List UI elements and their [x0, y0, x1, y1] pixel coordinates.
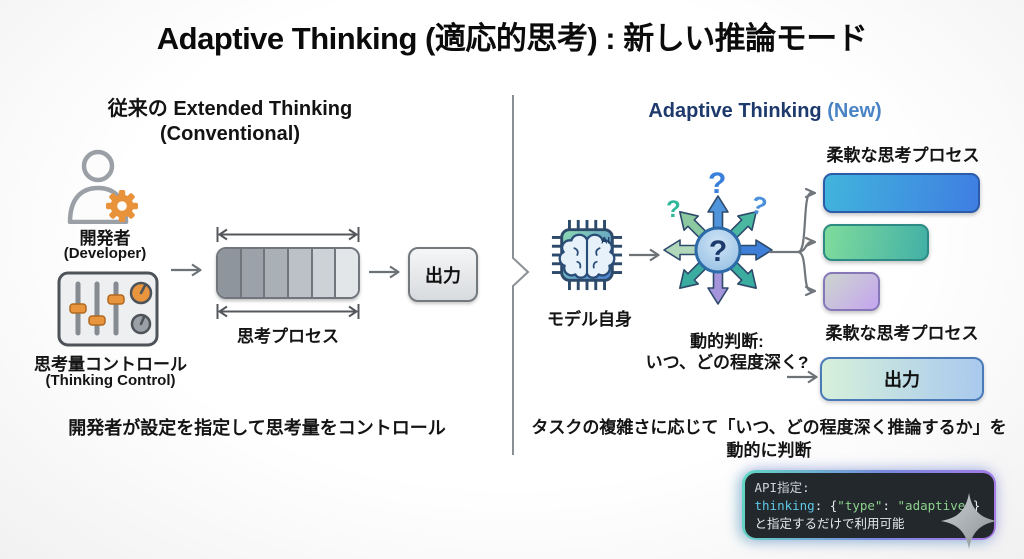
code-token-colon: :	[882, 497, 898, 513]
right-section-header: Adaptive Thinking (New)	[575, 100, 955, 123]
slider-handle	[107, 294, 125, 305]
dynamic-decision-sublabel: いつ、どの程度深く?	[645, 353, 809, 372]
flexible-bar-long	[823, 173, 980, 213]
page-title: Adaptive Thinking (適応的思考) : 新しい推論モード	[156, 21, 868, 56]
arrow-right-icon	[629, 248, 660, 262]
process-segment	[241, 249, 266, 297]
code-line-note: と指定するだけで利用可能	[754, 515, 905, 531]
decision-hub-icon: ?	[663, 195, 773, 305]
thinking-control-label: 思考量コントロール	[34, 355, 187, 374]
left-header-line1: 従来の Extended Thinking	[107, 98, 353, 120]
question-mark-blue-top: ?	[708, 167, 727, 200]
flexible-bar-medium	[823, 224, 929, 261]
process-segment	[289, 249, 313, 297]
code-token-adaptive: "adaptive"	[897, 497, 973, 513]
branch-fork-arrows	[768, 188, 817, 297]
left-section-header: 従来の Extended Thinking (Conventional)	[40, 97, 420, 147]
code-line-api: API指定:	[754, 479, 810, 495]
fixed-length-measure-arrow-top	[216, 227, 360, 242]
process-segment	[218, 249, 242, 297]
arrow-right-icon	[787, 370, 818, 384]
process-segment	[336, 249, 358, 297]
thinking-process-label: 思考プロセス	[237, 327, 339, 346]
thinking-process-bar	[216, 247, 360, 299]
flexible-process-label-top: 柔軟な思考プロセス	[826, 146, 980, 165]
code-token-type: "type"	[837, 497, 883, 513]
code-token-close-brace: }	[972, 497, 981, 513]
fixed-length-measure-arrow-bottom	[216, 304, 360, 319]
output-box-left: 出力	[408, 247, 478, 302]
right-header-new-badge: (New)	[827, 100, 882, 122]
api-code-box: API指定: thinking: {"type": "adaptive"} と指…	[742, 470, 996, 540]
developer-person-gear-icon	[67, 149, 138, 224]
gear-icon	[106, 190, 138, 222]
dynamic-decision-label: 動的判断:	[690, 332, 764, 351]
question-mark-green: ?	[666, 196, 681, 223]
right-caption-line1: タスクの複雑さに応じて「いつ、どの程度深く推論するか」を	[531, 418, 1007, 437]
flexible-process-label-bottom: 柔軟な思考プロセス	[825, 324, 979, 343]
code-token-brace: : {	[814, 497, 838, 513]
left-caption: 開発者が設定を指定して思考量をコントロール	[68, 418, 446, 438]
slider-handle	[88, 315, 106, 326]
api-code-content: API指定: thinking: {"type": "adaptive"} と指…	[744, 472, 994, 538]
slider-handle	[69, 303, 87, 314]
code-token-thinking: thinking	[754, 497, 815, 513]
process-segment	[312, 249, 337, 297]
code-line-thinking: thinking: {"type": "adaptive"}	[755, 497, 984, 515]
hub-question-mark: ?	[709, 235, 727, 268]
chip-ai-label: AI	[601, 235, 610, 245]
output-label: 出力	[884, 370, 920, 390]
developer-sublabel: (Developer)	[63, 245, 147, 262]
flexible-bar-short	[823, 272, 880, 311]
thinking-control-sublabel: (Thinking Control)	[45, 372, 176, 389]
ai-chip-brain-icon: AI	[551, 219, 623, 291]
arrow-right-icon	[369, 265, 400, 279]
process-segment	[265, 249, 290, 297]
developer-label: 開発者	[79, 229, 131, 248]
thinking-control-panel-icon	[57, 271, 159, 347]
sparkle-icon	[941, 493, 997, 549]
model-self-label: モデル自身	[547, 310, 632, 329]
right-header-main: Adaptive Thinking	[648, 100, 822, 122]
section-divider-chevron	[512, 95, 530, 455]
output-box-right: 出力	[820, 357, 984, 401]
right-caption-line2: 動的に判断	[726, 441, 812, 460]
left-header-line2: (Conventional)	[160, 123, 300, 145]
arrow-right-icon	[171, 263, 202, 277]
output-label: 出力	[425, 265, 461, 286]
